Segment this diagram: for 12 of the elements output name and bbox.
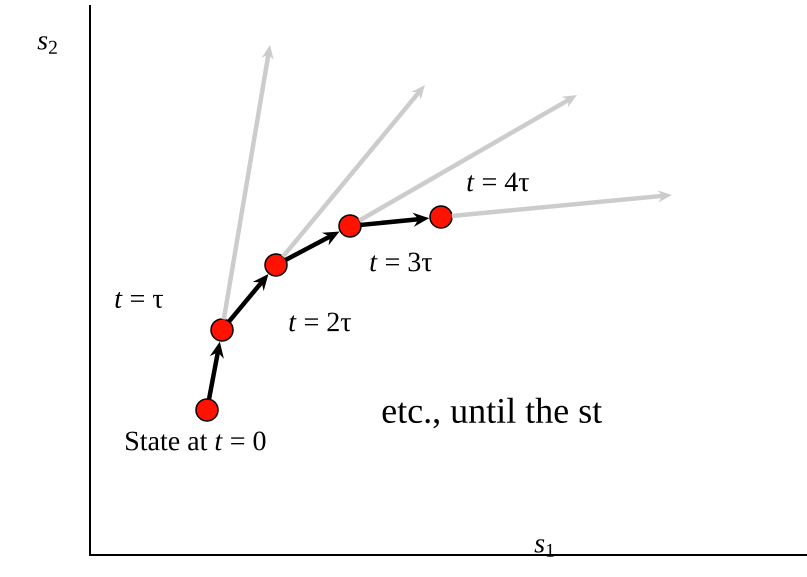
- time-label: State at t = 0: [126, 432, 266, 450]
- state-dot: [264, 253, 288, 277]
- state-dot: [338, 214, 362, 238]
- axis-label: s$_{2}$: [38, 36, 57, 54]
- state-dot: [429, 205, 453, 229]
- time-label: t = 4τ: [467, 172, 529, 192]
- note-text: etc., until the st: [382, 398, 602, 428]
- state-dot: [195, 398, 219, 422]
- time-label: t = τ: [115, 292, 163, 308]
- time-label: t = 3τ: [370, 252, 432, 272]
- state-dot: [210, 318, 234, 342]
- time-label: t = 2τ: [289, 312, 351, 332]
